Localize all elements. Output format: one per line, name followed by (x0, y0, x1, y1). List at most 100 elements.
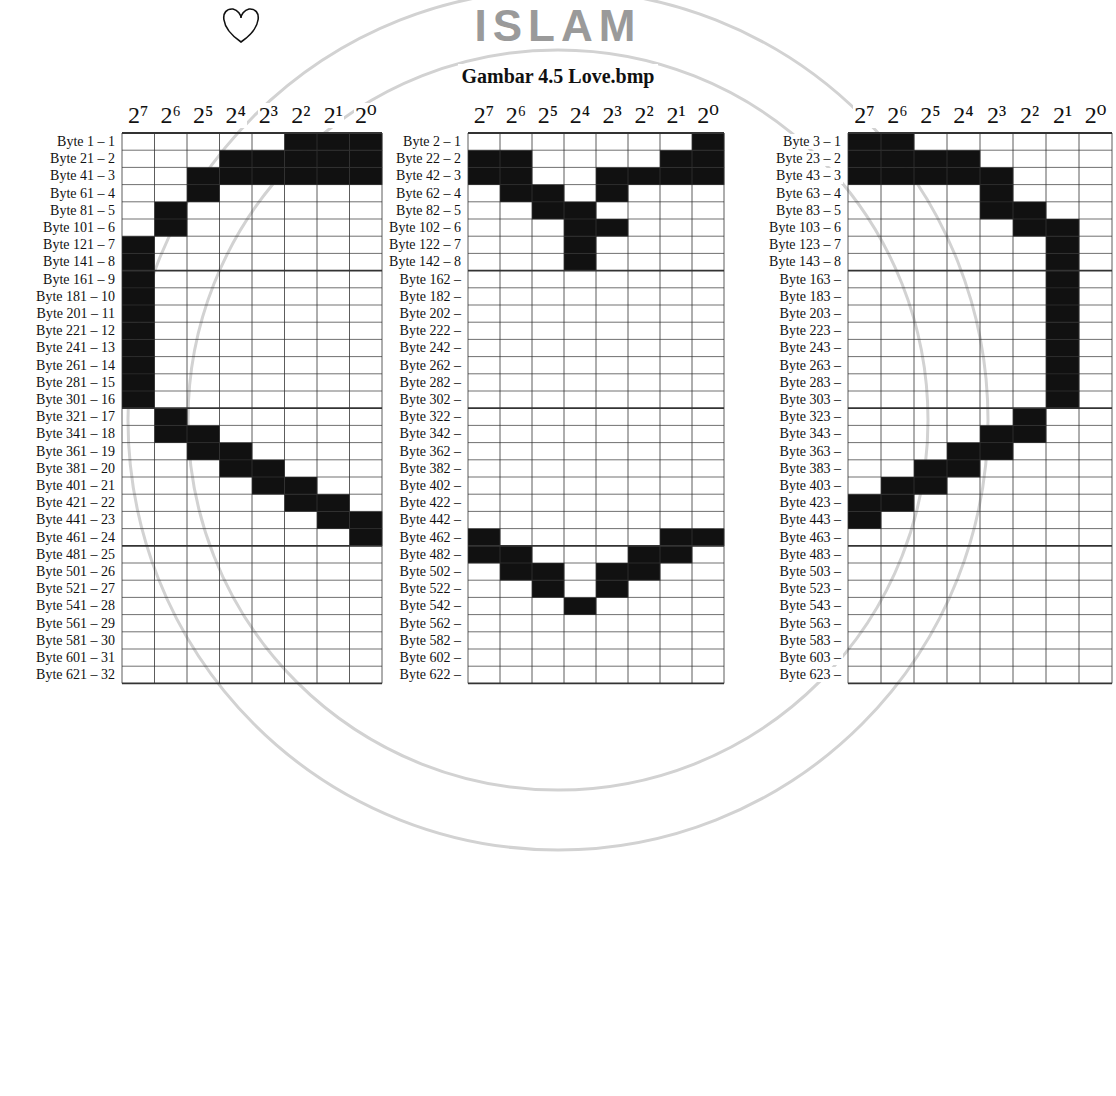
black-pixel (660, 167, 692, 185)
grid-line (468, 339, 724, 340)
grid-line (848, 305, 1112, 306)
black-pixel (564, 253, 596, 271)
black-pixel (468, 167, 500, 185)
grid-line (122, 563, 382, 564)
grid-line (848, 201, 1112, 202)
black-pixel (1013, 202, 1046, 220)
bit-header: 2³ (258, 103, 279, 128)
row-label: Byte 203 – (778, 306, 843, 321)
grid-line (122, 167, 382, 168)
black-pixel (500, 185, 532, 203)
bit-header: 2⁴ (952, 103, 974, 128)
grid-line (848, 683, 1112, 685)
row-label: Byte 282 – (398, 375, 463, 390)
grid-line (848, 236, 1112, 237)
grid-line (122, 150, 382, 151)
grid-line (122, 236, 382, 237)
black-pixel (1046, 374, 1079, 392)
grid-line (848, 132, 1112, 134)
black-pixel (881, 167, 914, 185)
grid-line (848, 631, 1112, 632)
row-label: Byte 502 – (398, 564, 463, 579)
black-pixel (848, 494, 881, 512)
row-label: Byte 303 – (778, 392, 843, 407)
row-label: Byte 101 – 6 (41, 220, 117, 235)
black-pixel (628, 167, 660, 185)
black-pixel (285, 494, 318, 512)
row-label: Byte 341 – 18 (34, 426, 117, 441)
row-label: Byte 363 – (778, 444, 843, 459)
row-label: Byte 463 – (778, 530, 843, 545)
black-pixel (155, 202, 188, 220)
row-label: Byte 22 – 2 (394, 151, 463, 166)
bit-header: 2⁵ (919, 103, 941, 128)
grid-line (848, 649, 1112, 650)
grid-line (468, 253, 724, 254)
black-pixel (220, 460, 253, 478)
black-pixel (155, 408, 188, 426)
black-pixel (596, 219, 628, 237)
grid-line (122, 459, 382, 460)
row-label: Byte 283 – (778, 375, 843, 390)
row-label: Byte 83 – 5 (774, 203, 843, 218)
row-label: Byte 302 – (398, 392, 463, 407)
row-label: Byte 602 – (398, 650, 463, 665)
grid-line (122, 253, 382, 254)
grid-line (848, 494, 1112, 495)
black-pixel (881, 494, 914, 512)
black-pixel (350, 511, 383, 529)
grid-line (848, 425, 1112, 426)
black-pixel (532, 185, 564, 203)
row-label: Byte 322 – (398, 409, 463, 424)
bit-header: 2² (1019, 103, 1040, 128)
black-pixel (1013, 219, 1046, 237)
black-pixel (122, 322, 155, 340)
grid-line (122, 614, 382, 615)
row-label: Byte 622 – (398, 667, 463, 682)
black-pixel (187, 443, 220, 461)
row-label: Byte 442 – (398, 512, 463, 527)
row-label: Byte 182 – (398, 289, 463, 304)
black-pixel (1046, 305, 1079, 323)
grid-line (122, 287, 382, 288)
grid-line (848, 253, 1112, 254)
row-label: Byte 563 – (778, 616, 843, 631)
row-label: Byte 561 – 29 (34, 616, 117, 631)
row-label: Byte 142 – 8 (387, 254, 463, 269)
black-pixel (947, 460, 980, 478)
black-pixel (122, 357, 155, 375)
black-pixel (220, 443, 253, 461)
watermark-ring (188, 50, 928, 790)
row-label: Byte 102 – 6 (387, 220, 463, 235)
row-label: Byte 41 – 3 (48, 168, 117, 183)
black-pixel (350, 150, 383, 168)
black-pixel (468, 150, 500, 168)
black-pixel (122, 391, 155, 409)
bit-header: 2¹ (665, 103, 686, 128)
black-pixel (285, 167, 318, 185)
bit-header: 2⁰ (696, 103, 720, 128)
row-label: Byte 243 – (778, 340, 843, 355)
black-pixel (500, 167, 532, 185)
bit-header: 2⁷ (853, 103, 875, 128)
grid-line (468, 322, 724, 323)
black-pixel (317, 133, 350, 151)
black-pixel (1046, 322, 1079, 340)
row-label: Byte 122 – 7 (387, 237, 463, 252)
row-label: Byte 443 – (778, 512, 843, 527)
row-label: Byte 462 – (398, 530, 463, 545)
grid-line (468, 391, 724, 392)
grid-line (468, 167, 724, 168)
bit-header: 2⁶ (886, 103, 908, 128)
row-label: Byte 143 – 8 (767, 254, 843, 269)
black-pixel (980, 185, 1013, 203)
grid-line (468, 477, 724, 478)
bit-header: 2⁷ (127, 103, 149, 128)
black-pixel (564, 597, 596, 615)
row-label: Byte 3 – 1 (781, 134, 843, 149)
row-label: Byte 583 – (778, 633, 843, 648)
grid-line (468, 649, 724, 650)
grid-line (848, 339, 1112, 340)
row-label: Byte 542 – (398, 598, 463, 613)
bit-header: 2⁵ (192, 103, 214, 128)
